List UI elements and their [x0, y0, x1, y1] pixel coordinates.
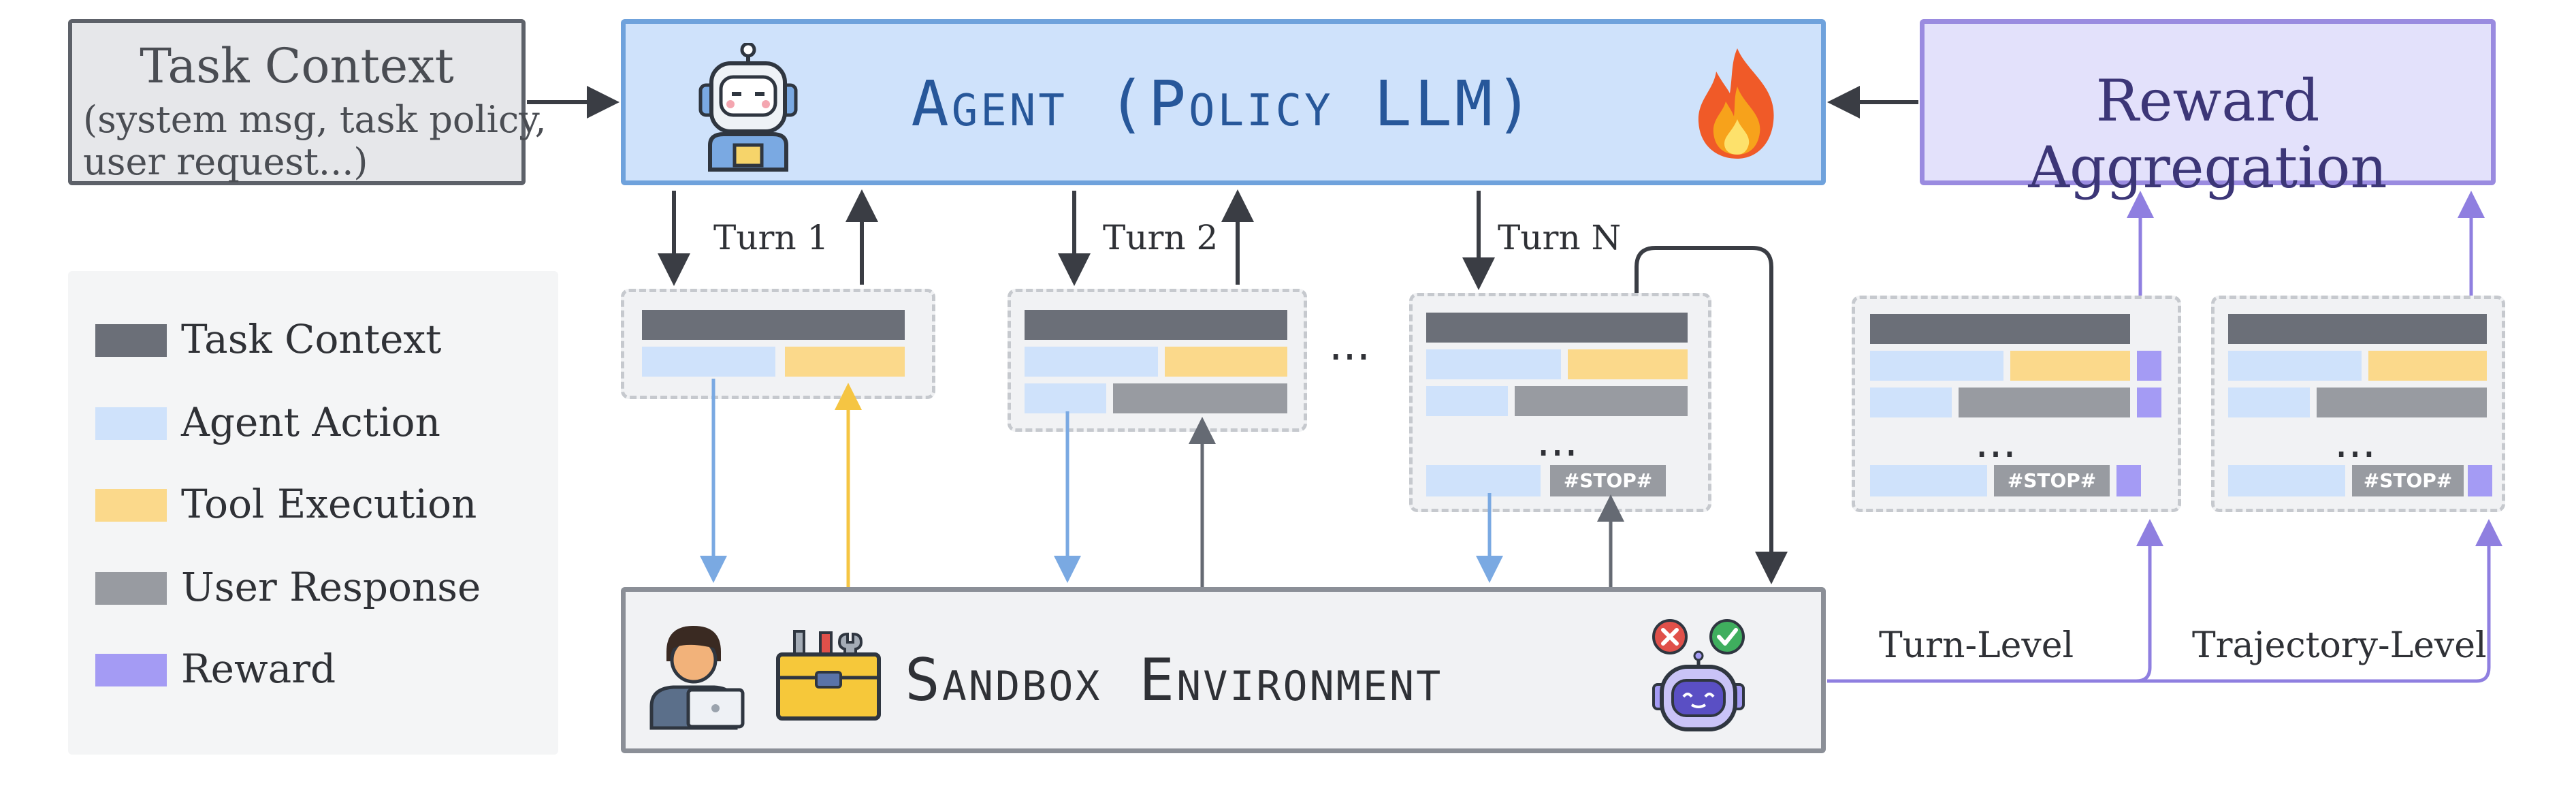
- reward-aggregation-title: Reward Aggregation: [2028, 67, 2387, 201]
- task-context-description-line2: user request...): [83, 140, 368, 183]
- legend-swatch-tool-execution: [95, 489, 167, 522]
- sandbox-title: Sandbox Environment: [905, 646, 1443, 714]
- reward-aggregation-box: Reward Aggregation: [1920, 19, 2496, 201]
- trajectory-level-reward-card: ... #STOP#: [2211, 296, 2505, 512]
- stop-token: #STOP#: [1550, 465, 1666, 496]
- trajectory-level-ellipsis: ...: [2334, 417, 2377, 468]
- legend-swatch-user-response: [95, 572, 167, 605]
- turn-level-ellipsis: ...: [1975, 417, 2017, 468]
- toolbox-icon: [776, 630, 881, 721]
- fire-icon: [1698, 48, 1774, 159]
- task-context-title: Task Context: [140, 38, 454, 94]
- legend-label-agent-action: Agent Action: [181, 399, 440, 445]
- agent-policy-box: Agent (Policy LLM): [621, 19, 1826, 185]
- task-context-box: Task Context (system msg, task policy, u…: [68, 19, 547, 185]
- trajectory-level-label: Trajectory-Level: [2192, 625, 2487, 666]
- sandbox-environment-box: Sandbox Environment: [621, 587, 1826, 753]
- turn-label-n: Turn N: [1498, 218, 1622, 257]
- turn-label-2: Turn 2: [1103, 218, 1219, 257]
- task-context-description-line1: (system msg, task policy,: [83, 98, 547, 141]
- arrow-turnn-to-sandbox: [1635, 246, 1788, 584]
- legend-label-user-response: User Response: [181, 564, 481, 610]
- legend-swatch-task-context: [95, 324, 167, 357]
- trajectory-level-stop-token: #STOP#: [2352, 465, 2464, 496]
- legend-label-reward: Reward: [181, 646, 336, 692]
- legend-label-tool-execution: Tool Execution: [181, 481, 477, 527]
- legend-swatch-agent-action: [95, 407, 167, 440]
- turn-1-card: [621, 289, 935, 399]
- legend: Task Context Agent Action Tool Execution…: [68, 271, 558, 755]
- turn-n-ellipsis: ...: [1536, 416, 1579, 467]
- turn-level-reward-card: ... #STOP#: [1852, 296, 2181, 512]
- arrow-sandbox-to-turn-level: [1827, 519, 2163, 683]
- legend-label-task-context: Task Context: [181, 316, 442, 362]
- turn-level-label: Turn-Level: [1879, 625, 2074, 666]
- legend-swatch-reward: [95, 654, 167, 686]
- judge-robot-icon: [1652, 619, 1745, 731]
- agent-title: Agent (Policy LLM): [911, 67, 1536, 140]
- robot-icon: [698, 43, 798, 172]
- turn-label-1: Turn 1: [713, 218, 829, 257]
- turns-ellipsis: ...: [1329, 320, 1371, 370]
- arrow-sandbox-to-trajectory-level: [2136, 519, 2502, 683]
- turn-2-card: [1008, 289, 1307, 432]
- turn-n-card: ... #STOP#: [1409, 293, 1711, 512]
- turn-level-stop-token: #STOP#: [1994, 465, 2110, 496]
- user-laptop-icon: [649, 626, 745, 730]
